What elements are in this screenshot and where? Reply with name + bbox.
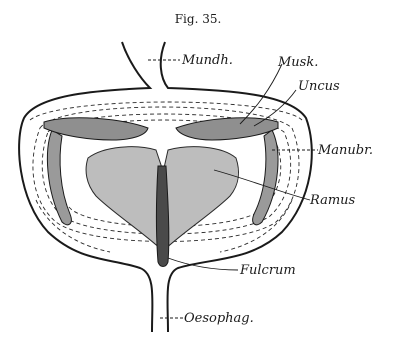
ramus-right — [164, 147, 238, 250]
label-fulcrum: Fulcrum — [239, 263, 296, 278]
label-uncus: Uncus — [298, 79, 340, 94]
label-manubr: Manubr. — [317, 143, 373, 158]
ramus-left — [86, 147, 162, 250]
manubrium-right — [253, 130, 278, 225]
fulcrum — [157, 166, 169, 267]
manubrium-left — [47, 130, 71, 225]
label-ramus: Ramus — [309, 193, 356, 208]
label-oesophag: Oesophag. — [184, 311, 254, 326]
label-mundh: Mundh. — [181, 53, 233, 68]
label-musk: Musk. — [277, 55, 318, 70]
figure-title: Fig. 35. — [175, 12, 222, 26]
